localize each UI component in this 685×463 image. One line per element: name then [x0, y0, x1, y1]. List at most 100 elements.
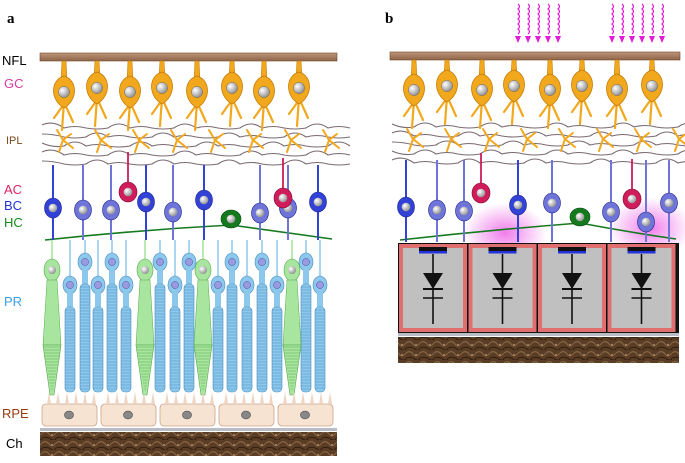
light-ray-arrowhead — [555, 36, 561, 43]
light-ray-arrowhead — [649, 36, 655, 43]
bipolar-nucleus — [106, 205, 116, 215]
cone-inner-segment — [42, 279, 62, 346]
light-ray — [649, 3, 655, 43]
light-ray-wave — [611, 3, 615, 35]
choroid-layer — [40, 432, 337, 456]
implant-pixel — [538, 244, 606, 332]
light-ray-arrowhead — [515, 36, 521, 43]
ipl-fiber — [41, 132, 351, 139]
rod-inner-segment — [259, 270, 265, 284]
ganglion-nucleus — [124, 86, 136, 98]
pixel-active-electrode — [488, 247, 517, 251]
rod-inner-segment — [215, 293, 221, 307]
amacrine-nucleus — [476, 188, 486, 198]
panel-letter-b: b — [385, 11, 393, 27]
rpe-microvillus — [115, 392, 119, 404]
ipl-dendrite-branch — [56, 129, 74, 153]
nerve-fiber-layer-b — [389, 51, 681, 61]
rod-nucleus — [214, 281, 222, 289]
cone-inner-segment — [193, 279, 213, 346]
light-ray-wave — [621, 3, 625, 35]
rod-outer-segment — [79, 283, 91, 393]
ganglion-nucleus — [156, 82, 168, 94]
pixel-active-electrode — [558, 247, 586, 251]
bipolar-nucleus — [641, 217, 651, 227]
light-ray — [545, 3, 551, 43]
inner-plexiform-layer — [41, 122, 351, 166]
cone-outer-segment — [42, 344, 62, 396]
pixel-active-electrode — [627, 247, 656, 251]
photoreceptor-layer — [42, 240, 328, 396]
rod-inner-segment — [172, 293, 178, 307]
light-ray — [535, 3, 541, 43]
rpe-cell — [218, 392, 275, 427]
ipl-dendrite-branch — [634, 128, 652, 152]
bipolar-nucleus — [513, 200, 523, 210]
bipolar-nucleus — [168, 207, 178, 217]
light-ray-wave — [547, 3, 551, 35]
ipl-fiber — [41, 159, 351, 166]
ganglion-cell-layer-b — [402, 59, 663, 130]
light-ray — [619, 3, 625, 43]
photovoltaic-implant-array — [398, 243, 679, 333]
rpe-microvillus — [283, 392, 287, 404]
light-ray — [555, 3, 561, 43]
light-ray-arrowhead — [535, 36, 541, 43]
light-ray-arrowhead — [545, 36, 551, 43]
ganglion-nucleus — [408, 84, 420, 96]
rpe-microvillus — [56, 392, 60, 404]
photodiode-icon — [423, 254, 443, 324]
rpe-microvillus — [74, 392, 78, 404]
ipl-dendrite-branch — [558, 128, 576, 152]
rpe-microvillus — [242, 392, 246, 404]
amacrine-nucleus — [123, 187, 133, 197]
rpe-microvillus — [83, 392, 87, 404]
implant-pixel — [607, 244, 676, 332]
bipolar-nucleus — [313, 197, 323, 207]
rod-outer-segment — [169, 306, 181, 393]
ipl-fiber — [391, 140, 685, 147]
inner-nuclear-layer-b — [397, 153, 678, 242]
ipl-fiber — [391, 122, 685, 129]
layer-label-ipl: IPL — [6, 135, 23, 147]
rod-outer-segment — [241, 306, 253, 393]
ipl-fiber — [391, 149, 685, 156]
rod-outer-segment — [64, 306, 76, 393]
rpe-microvillus — [260, 392, 264, 404]
ganglion-nucleus — [58, 86, 70, 98]
layer-label-hc: HC — [4, 215, 23, 230]
pixel-electrode-contact — [627, 251, 656, 254]
photodiode-icon — [631, 254, 652, 324]
rod-nucleus — [81, 258, 89, 266]
rod-inner-segment — [109, 270, 115, 284]
horizontal-nucleus — [575, 212, 585, 222]
implant-pixel — [468, 244, 537, 332]
ganglion-nucleus — [258, 86, 270, 98]
inner-plexiform-layer-b — [391, 122, 685, 165]
rod-nucleus — [122, 281, 130, 289]
rod-nucleus — [228, 258, 236, 266]
rod-outer-segment — [271, 306, 283, 393]
rod-inner-segment — [229, 270, 235, 284]
photodiode-icon — [562, 254, 582, 324]
pixel-electrode-contact — [419, 251, 447, 254]
rpe-microvillus — [106, 392, 110, 404]
cone-outer-segment-body — [282, 344, 302, 396]
light-ray-wave — [631, 3, 635, 35]
light-ray-wave — [661, 3, 665, 35]
light-ray-arrowhead — [619, 36, 625, 43]
light-ray-arrowhead — [659, 36, 665, 43]
bipolar-nucleus — [459, 206, 469, 216]
ipl-fiber — [391, 157, 685, 165]
ipl-dendrite-branch — [444, 128, 462, 152]
rpe-nucleus — [300, 410, 310, 420]
rpe-microvillus — [92, 392, 96, 404]
ipl-dendrite-branch — [170, 129, 188, 153]
light-ray — [609, 3, 615, 43]
cone-outer-segment-body — [193, 344, 213, 396]
ipl-fiber — [391, 130, 685, 138]
ganglion-nucleus — [293, 82, 305, 94]
rod-outer-segment — [300, 283, 312, 393]
pixel-active-electrode — [419, 247, 447, 251]
